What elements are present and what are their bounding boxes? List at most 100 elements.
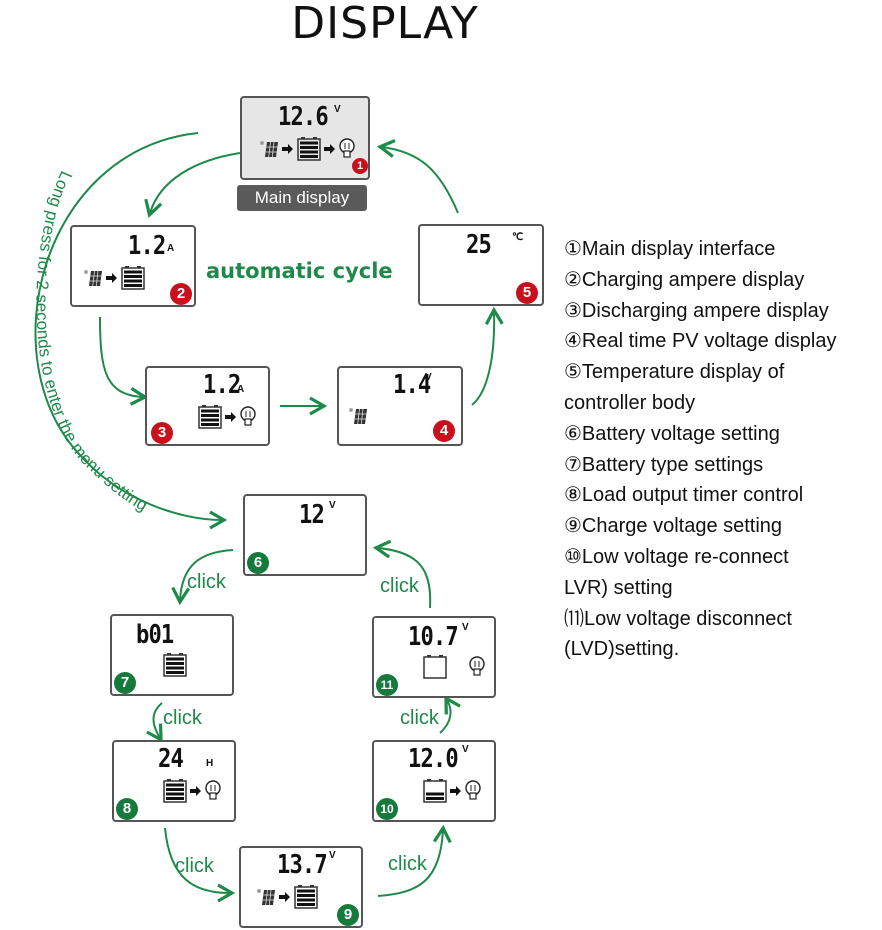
- click-label-7-to-8: click: [163, 707, 202, 729]
- unit: V: [462, 622, 469, 633]
- badge-7: 7: [114, 672, 136, 694]
- arrow-1-to-2: [144, 152, 241, 218]
- arrow-6-to-7: [171, 549, 234, 606]
- arrow-icon: [324, 143, 336, 155]
- arrow-icon: [450, 785, 462, 797]
- battery-empty-icon: [422, 654, 448, 680]
- arrow-9-to-10: [377, 824, 452, 897]
- arrow-10-to-11: [439, 695, 461, 734]
- battery-low-icon: [422, 778, 448, 804]
- arrow-icon: [282, 143, 294, 155]
- reading: 12.0: [408, 744, 459, 774]
- unit: A: [167, 243, 175, 254]
- arrow-4-to-5: [471, 306, 504, 406]
- lcd-screen-2-charging-ampere: 1.2 A 2: [70, 225, 196, 307]
- badge-11: 11: [376, 674, 398, 696]
- battery-full-icon: [162, 778, 188, 804]
- unit: H: [206, 758, 214, 769]
- battery-full-icon: [197, 404, 223, 430]
- unit: ℃: [512, 232, 524, 243]
- legend-item: ⑥Battery voltage setting: [564, 422, 780, 445]
- battery-full-icon: [120, 265, 146, 291]
- arrow-icon: [106, 272, 118, 284]
- click-label-11-to-6: click: [380, 575, 419, 597]
- badge-3: 3: [151, 422, 173, 444]
- arrow-11-to-6: [372, 539, 432, 609]
- lcd-screen-1-main-display: 12.6 V 1: [240, 96, 370, 180]
- solar-panel-icon: [347, 406, 369, 426]
- unit: V: [462, 744, 469, 755]
- lcd-screen-3-discharging-ampere: 1.2 A 3: [145, 366, 270, 446]
- battery-full-icon: [162, 652, 188, 678]
- legend-item: ⑤Temperature display of: [564, 361, 785, 384]
- badge-10: 10: [376, 798, 398, 820]
- flow-icons: [255, 884, 319, 910]
- click-label-8-to-9: click: [175, 855, 214, 877]
- badge-1: 1: [352, 158, 368, 174]
- badge-8: 8: [116, 798, 138, 820]
- bulb-icon: [338, 138, 356, 160]
- bulb-icon: [464, 780, 482, 802]
- arrow-icon: [225, 411, 237, 423]
- reading: 24: [158, 744, 184, 774]
- reading: 1.2: [203, 370, 241, 400]
- flow-icons: [347, 406, 369, 426]
- reading: 13.7: [277, 850, 328, 880]
- badge-5: 5: [516, 282, 538, 304]
- flow-icons: [422, 778, 482, 804]
- reading: b01: [136, 620, 174, 650]
- page-title: DISPLAY: [291, 0, 479, 49]
- legend-item: ⑩Low voltage re-connect: [564, 545, 789, 568]
- legend-item: ⑾Low voltage disconnect: [564, 607, 792, 630]
- bulb-icon: [239, 406, 257, 428]
- badge-6: 6: [247, 552, 269, 574]
- reading: 12: [299, 500, 325, 530]
- lcd-screen-6-battery-voltage-setting: 12 V 6: [243, 494, 367, 576]
- unit: A: [237, 384, 245, 395]
- badge-9: 9: [337, 904, 359, 926]
- battery-full-icon: [296, 136, 322, 162]
- lcd-screen-8-load-timer: 24 H 8: [112, 740, 236, 822]
- lcd-screen-7-battery-type: b01 7: [110, 614, 234, 696]
- arrow-7-to-8: [146, 702, 163, 743]
- legend-item: (LVD)setting.: [564, 638, 680, 661]
- flow-icons: [422, 654, 486, 680]
- flow-icons: [82, 265, 146, 291]
- badge-4: 4: [433, 420, 455, 442]
- long-press-arrow: [34, 132, 228, 530]
- legend-item: LVR) setting: [564, 576, 673, 599]
- badge-2: 2: [170, 283, 192, 305]
- legend-item: ⑨Charge voltage setting: [564, 515, 783, 538]
- flow-icons: [258, 136, 356, 162]
- solar-panel-icon: [258, 139, 280, 159]
- lcd-screen-9-charge-voltage: 13.7 V 9: [239, 846, 363, 928]
- reading: 10.7: [408, 622, 459, 652]
- arrow-5-to-1: [376, 139, 459, 214]
- legend-item: ③Discharging ampere display: [564, 299, 829, 322]
- unit: V: [425, 372, 432, 383]
- unit: V: [329, 850, 336, 861]
- legend-item: ④Real time PV voltage display: [564, 330, 837, 353]
- lcd-screen-11-lvd-setting: 10.7 V 11: [372, 616, 496, 698]
- arrow-icon: [190, 785, 202, 797]
- legend-item: ①Main display interface: [564, 238, 776, 260]
- legend-list: ①Main display interface ②Charging ampere …: [564, 234, 837, 665]
- unit: V: [329, 500, 336, 511]
- reading: 1.4: [393, 370, 431, 400]
- flow-icons: [197, 404, 257, 430]
- unit: V: [334, 104, 341, 115]
- click-label-9-to-10: click: [388, 853, 427, 875]
- click-label-10-to-11: click: [400, 707, 439, 729]
- lcd-screen-4-pv-voltage: 1.4 V 4: [337, 366, 463, 446]
- lcd-screen-5-temperature: 25 ℃ 5: [418, 224, 544, 306]
- legend-item: ⑦Battery type settings: [564, 453, 764, 476]
- legend-item: ②Charging ampere display: [564, 268, 805, 291]
- arrow-2-to-3: [99, 316, 149, 406]
- lcd-screen-10-lvr-setting: 12.0 V 10: [372, 740, 496, 822]
- arrow-icon: [279, 891, 291, 903]
- main-display-label: Main display: [237, 185, 367, 211]
- flow-icons: [162, 652, 188, 678]
- automatic-cycle-label: automatic cycle: [206, 259, 393, 283]
- solar-panel-icon: [255, 887, 277, 907]
- reading: 1.2: [128, 231, 166, 261]
